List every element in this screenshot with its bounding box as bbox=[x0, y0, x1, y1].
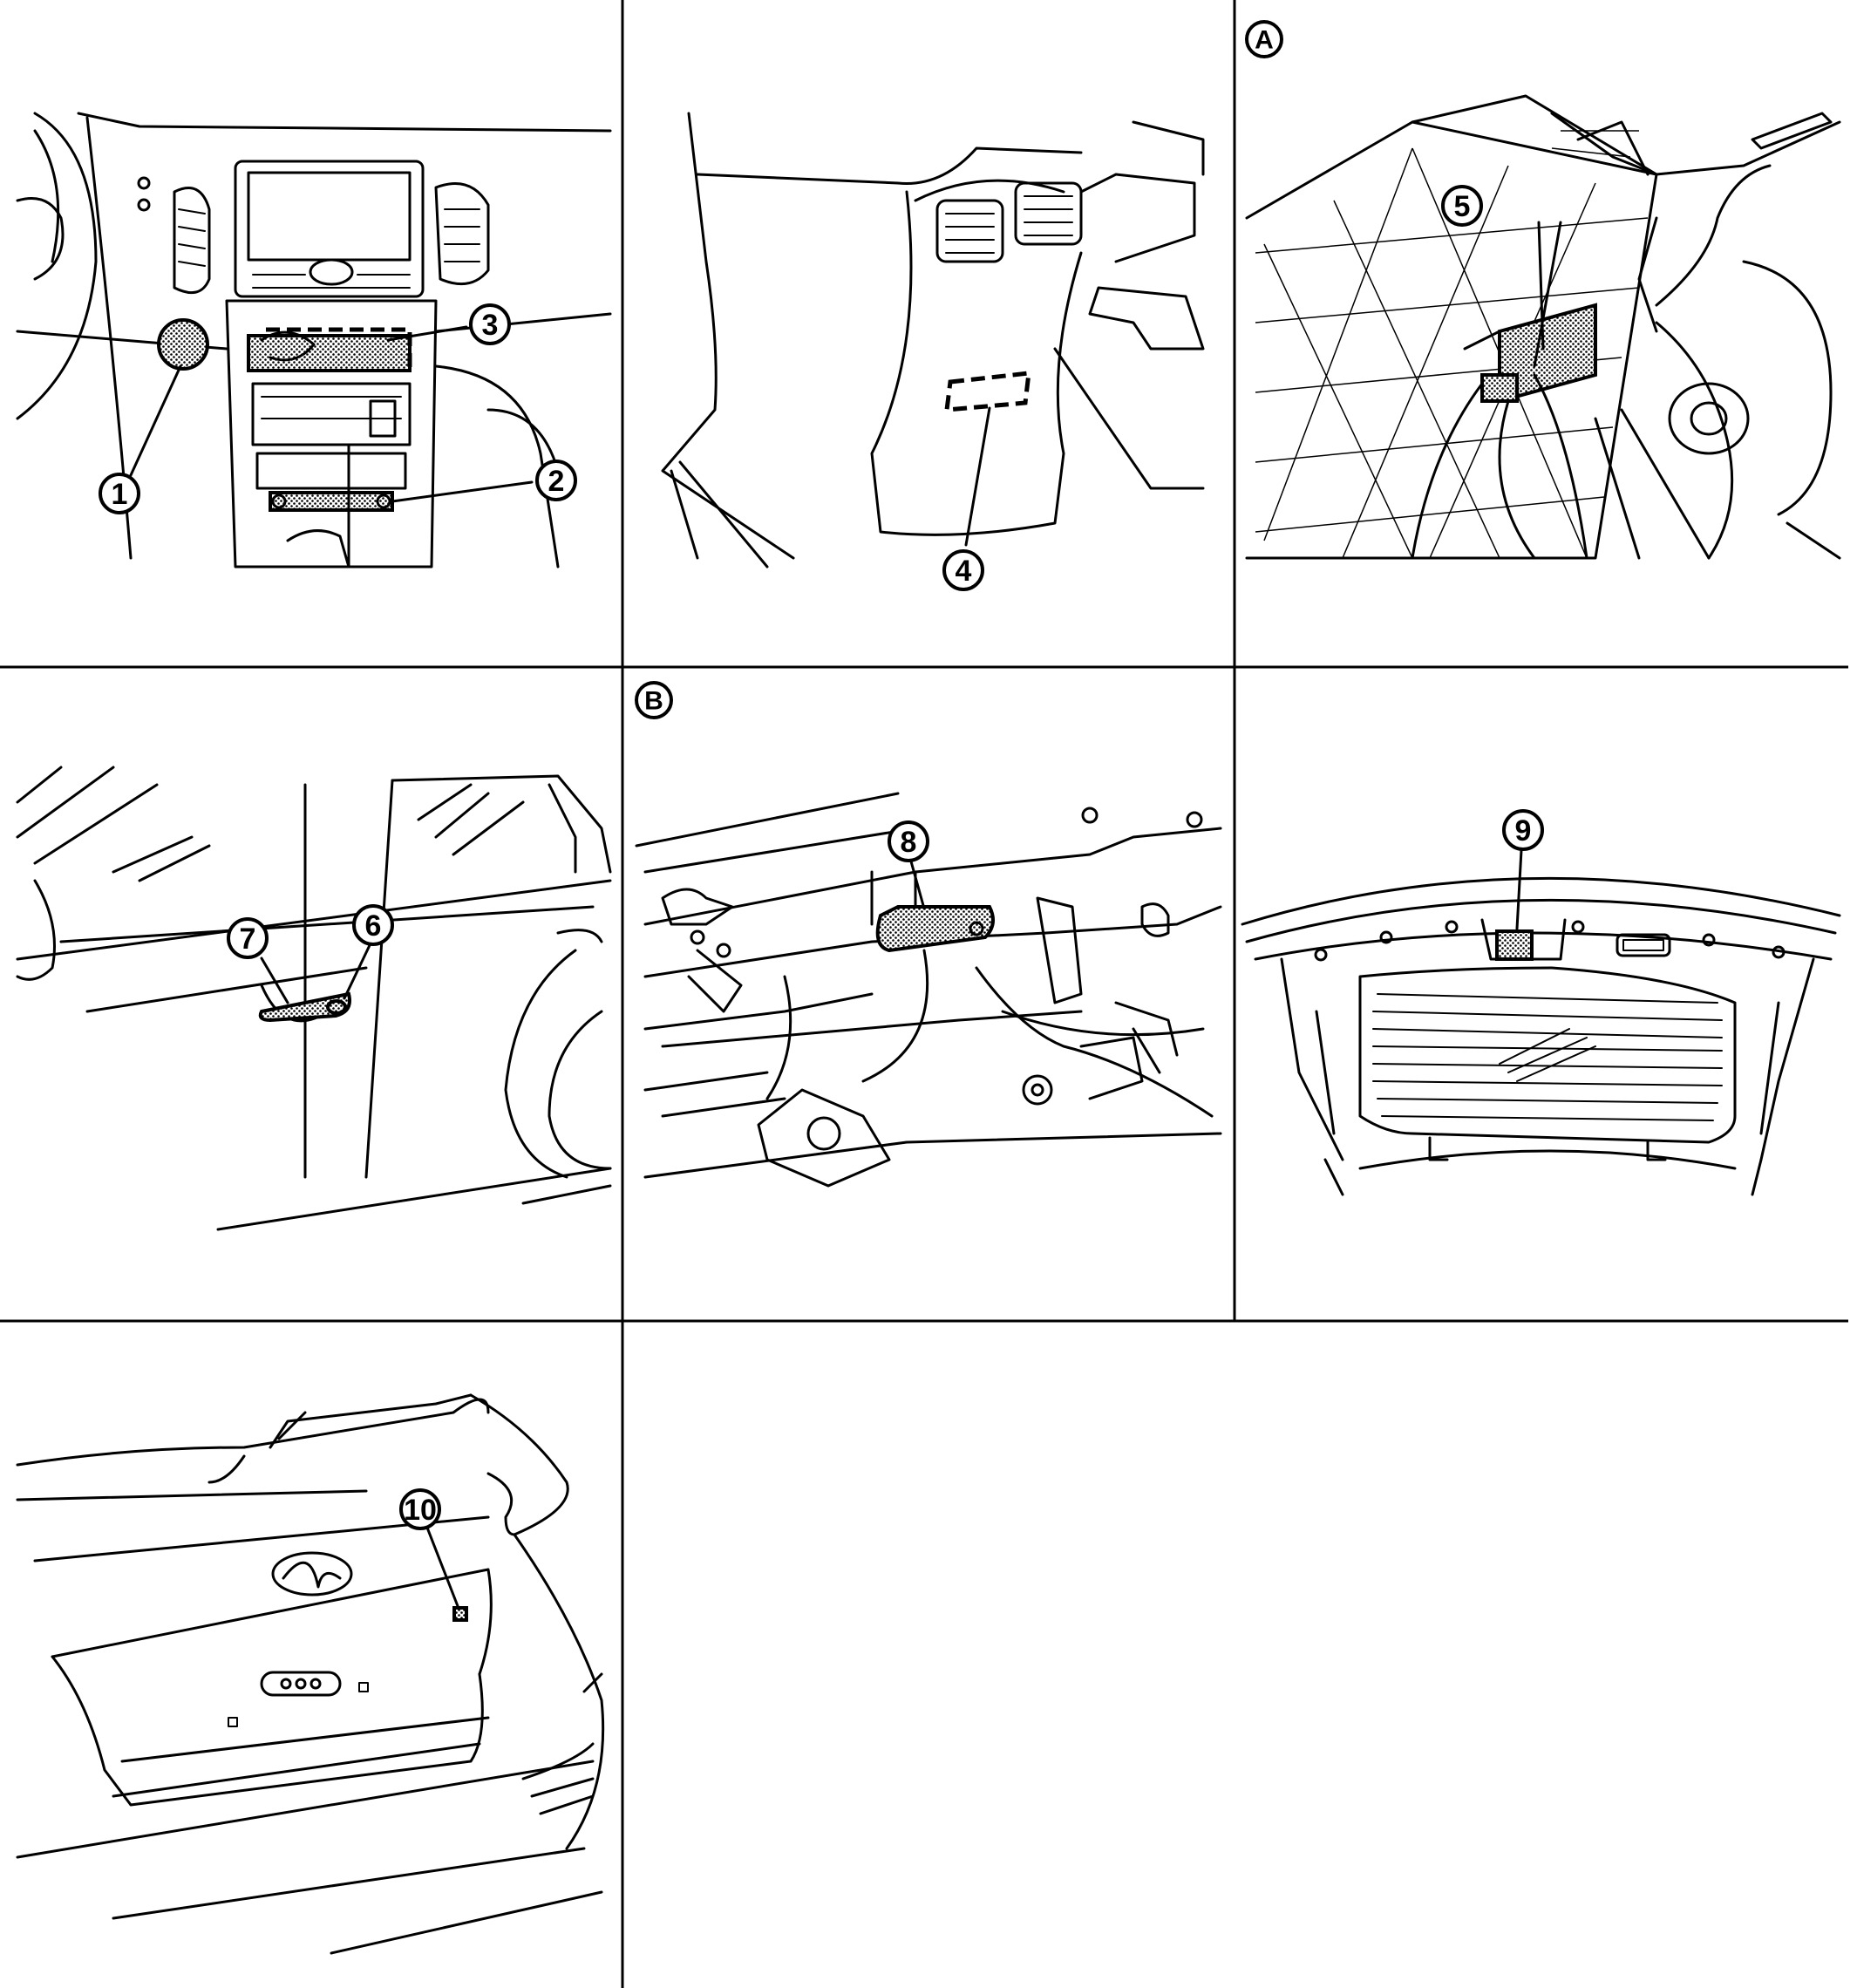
callout-5-label: 5 bbox=[1454, 190, 1471, 223]
callout-4: 4 bbox=[942, 549, 984, 591]
callout-2: 2 bbox=[535, 460, 577, 501]
callout-10: 10 bbox=[399, 1488, 441, 1530]
panel-luggage-floor: A 5 bbox=[1245, 20, 1841, 560]
callout-3: 3 bbox=[469, 303, 511, 345]
panel-dashboard: 1 2 3 bbox=[16, 112, 612, 568]
section-b-marker: B bbox=[635, 681, 673, 719]
panel-back-door-open: 9 bbox=[1241, 809, 1841, 1196]
callout-9-label: 9 bbox=[1515, 814, 1532, 848]
panel-front-door: 7 6 bbox=[16, 766, 612, 1231]
callout-6-label: 6 bbox=[365, 909, 382, 943]
callout-3-label: 3 bbox=[482, 309, 499, 342]
callout-1: 1 bbox=[99, 473, 140, 514]
callout-5: 5 bbox=[1441, 185, 1483, 227]
section-a-marker: A bbox=[1245, 20, 1283, 58]
section-a-label: A bbox=[1255, 26, 1274, 55]
callout-10-label: 10 bbox=[404, 1494, 437, 1527]
callout-7-label: 7 bbox=[240, 923, 256, 956]
callout-1-label: 1 bbox=[112, 478, 128, 511]
panel-back-door-inner: B 8 bbox=[635, 681, 1222, 1188]
callout-2-label: 2 bbox=[548, 465, 565, 498]
callout-8: 8 bbox=[888, 820, 929, 862]
callout-4-label: 4 bbox=[956, 555, 972, 588]
callout-6: 6 bbox=[352, 904, 394, 946]
callout-7: 7 bbox=[227, 917, 269, 959]
panel-back-door-outer: 10 bbox=[16, 1393, 605, 1955]
callout-8-label: 8 bbox=[901, 826, 917, 859]
callout-9: 9 bbox=[1502, 809, 1544, 851]
section-b-label: B bbox=[644, 687, 663, 716]
panel-rear-console: 4 bbox=[661, 112, 1205, 591]
